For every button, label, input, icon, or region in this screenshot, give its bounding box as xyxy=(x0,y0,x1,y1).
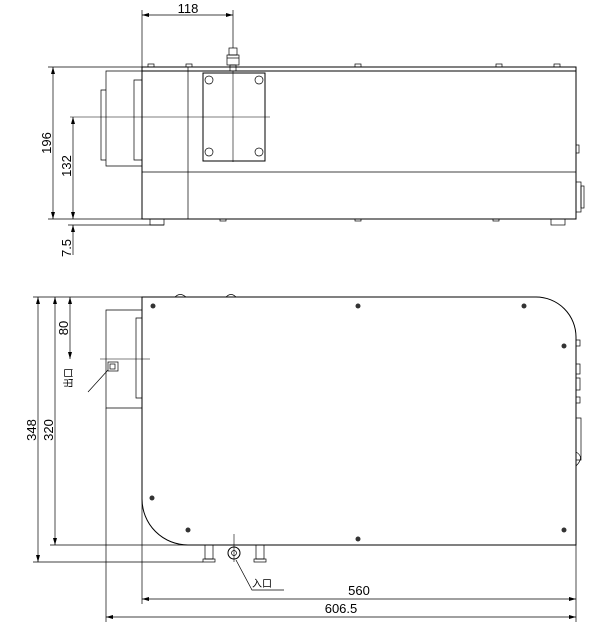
inlet-label: 入口 xyxy=(252,579,272,590)
side-view: 118 196 132 7.5 xyxy=(39,1,585,257)
front-view: 出口 入口 80 348 3 xyxy=(24,294,582,622)
inlet-leader xyxy=(235,559,284,591)
outlet-port xyxy=(107,361,119,372)
side-view-body xyxy=(141,66,577,220)
dim-top-center: 132 xyxy=(59,155,74,177)
outlet-leader xyxy=(87,369,109,393)
dim-bottom-top-offset: 80 xyxy=(56,321,71,335)
outlet-label: 出口 xyxy=(62,368,75,388)
dim-bottom-inner-height: 320 xyxy=(41,419,56,441)
dim-bottom-total-height: 348 xyxy=(24,419,39,441)
dim-bottom-body-width: 560 xyxy=(348,583,370,598)
front-view-body xyxy=(141,296,577,546)
foot xyxy=(149,218,165,226)
dim-top-foot: 7.5 xyxy=(59,239,74,257)
dim-bottom-total-width: 606.5 xyxy=(325,601,358,616)
dim-top-height: 196 xyxy=(39,132,54,154)
foot xyxy=(550,218,566,226)
dim-top-width: 118 xyxy=(178,1,199,16)
